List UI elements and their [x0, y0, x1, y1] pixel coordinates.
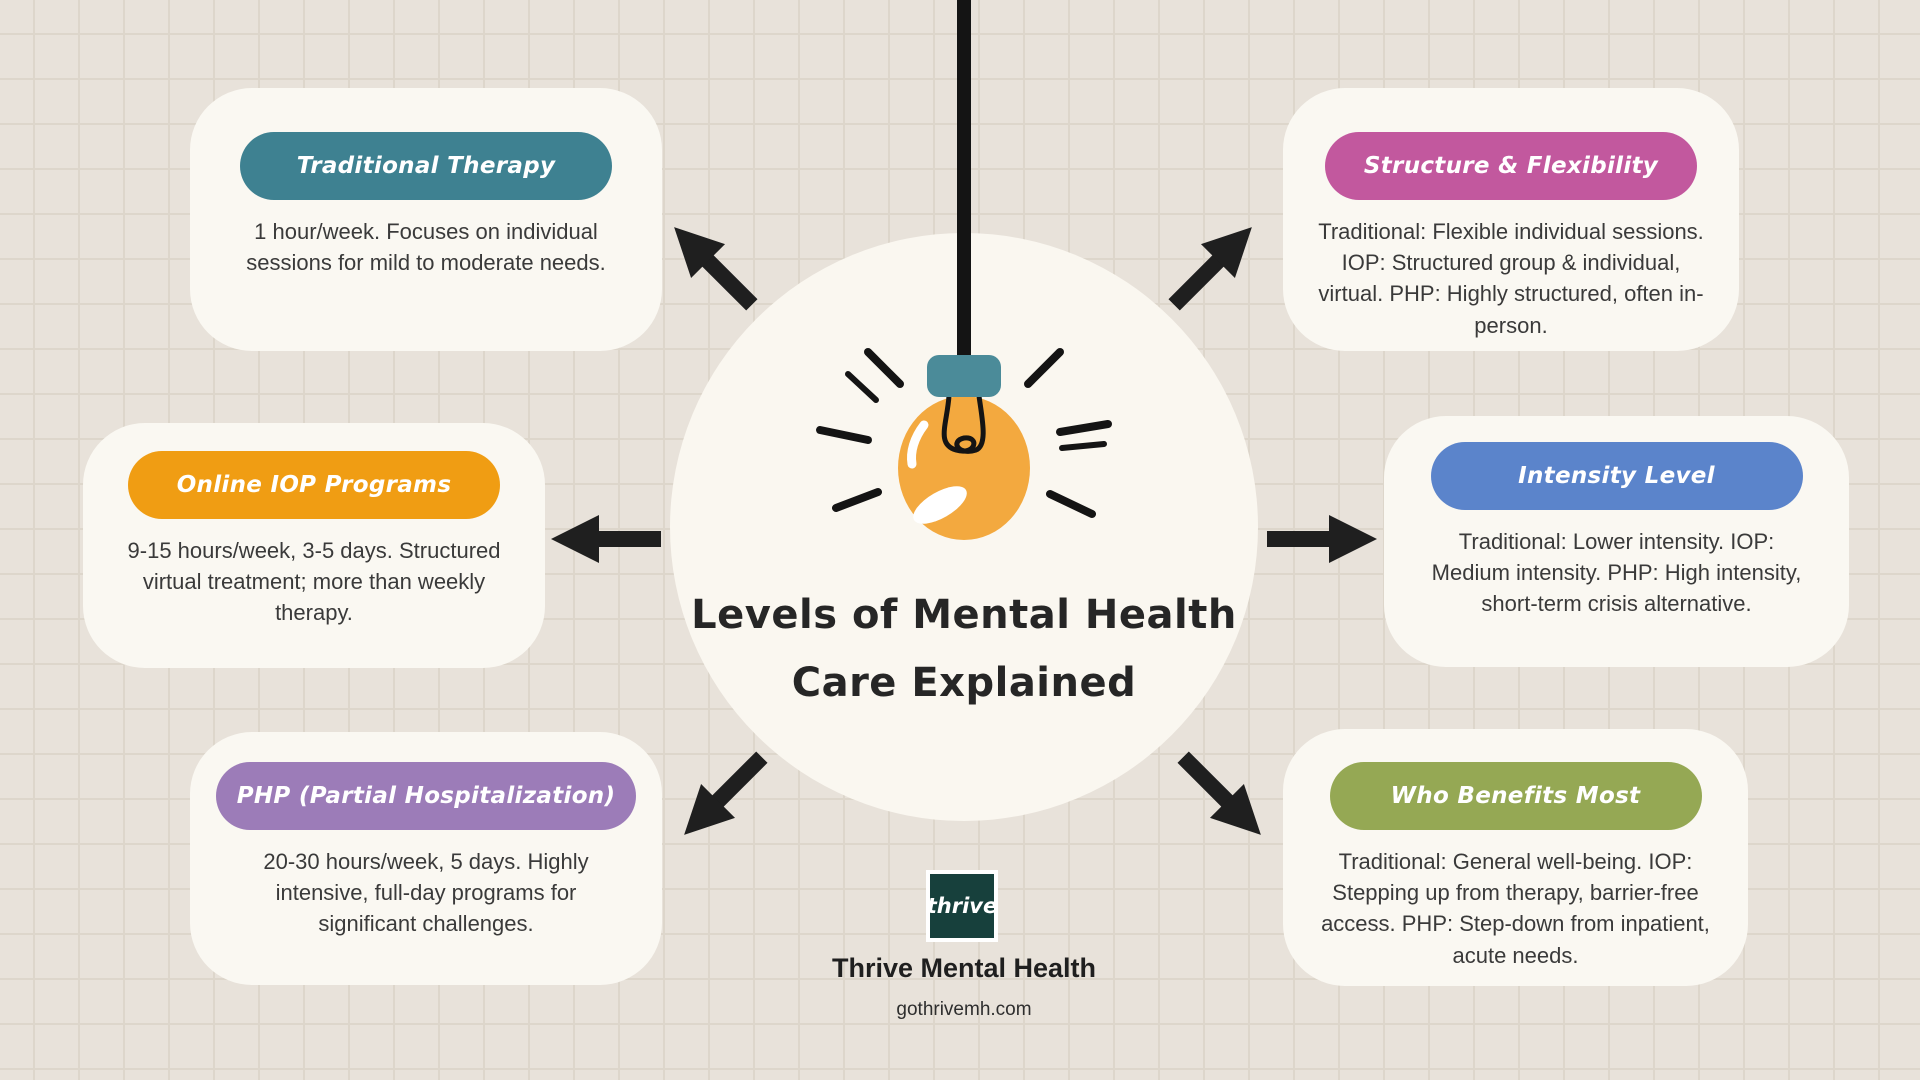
card-online-iop-programs: Online IOP Programs 9-15 hours/week, 3-5…: [83, 423, 545, 668]
arrow-upper-left-icon: [654, 207, 771, 324]
lightbulb-cord-icon: [957, 0, 971, 362]
thrive-logo: thrive: [926, 870, 998, 942]
card-body-text: 9-15 hours/week, 3-5 days. Structured vi…: [127, 538, 501, 626]
lightbulb-highlight-arc: [907, 420, 929, 469]
infographic-title: Levels of Mental Health Care Explained: [664, 581, 1264, 717]
website-url: gothrivemh.com: [896, 999, 1032, 1020]
card-body-text: Traditional: General well-being. IOP: St…: [1321, 849, 1710, 968]
arrow-lower-right-icon: [1163, 737, 1280, 854]
lightbulb-rays-icon: [816, 348, 1112, 518]
card-intensity-level: Intensity Level Traditional: Lower inten…: [1384, 416, 1849, 667]
arrow-middle-left-icon: [551, 511, 661, 567]
card-title-pill: Structure & Flexibility: [1325, 132, 1697, 200]
card-php-partial-hospitalization: PHP (Partial Hospitalization) 20-30 hour…: [190, 732, 662, 985]
lightbulb-filament-icon: [941, 393, 986, 454]
card-title-pill: Traditional Therapy: [240, 132, 612, 200]
card-body-text: 20-30 hours/week, 5 days. Highly intensi…: [263, 849, 589, 937]
lightbulb-illustration: [816, 0, 1112, 540]
card-title-pill: Who Benefits Most: [1329, 762, 1702, 830]
card-title-pill: PHP (Partial Hospitalization): [216, 762, 636, 830]
card-who-benefits-most: Who Benefits Most Traditional: General w…: [1283, 729, 1748, 986]
card-body-text: 1 hour/week. Focuses on individual sessi…: [246, 219, 606, 276]
card-traditional-therapy: Traditional Therapy 1 hour/week. Focuses…: [190, 88, 662, 351]
lightbulb-highlight: [913, 486, 967, 524]
thrive-logo-text: thrive: [926, 894, 998, 918]
arrow-middle-right-icon: [1267, 511, 1377, 567]
card-structure-flexibility: Structure & Flexibility Traditional: Fle…: [1283, 88, 1739, 351]
card-body-text: Traditional: Flexible individual session…: [1318, 219, 1704, 338]
brand-name: Thrive Mental Health: [831, 953, 1097, 983]
arrow-lower-left-icon: [664, 737, 781, 854]
card-body-text: Traditional: Lower intensity. IOP: Mediu…: [1431, 529, 1802, 617]
card-title-pill: Online IOP Programs: [128, 451, 500, 519]
arrow-upper-right-icon: [1154, 207, 1271, 324]
infographic-title-line2: Care Explained: [791, 660, 1137, 706]
lightbulb-socket-icon: [927, 355, 1001, 397]
infographic-title-line1: Levels of Mental Health: [691, 592, 1237, 638]
card-title-pill: Intensity Level: [1430, 442, 1803, 510]
